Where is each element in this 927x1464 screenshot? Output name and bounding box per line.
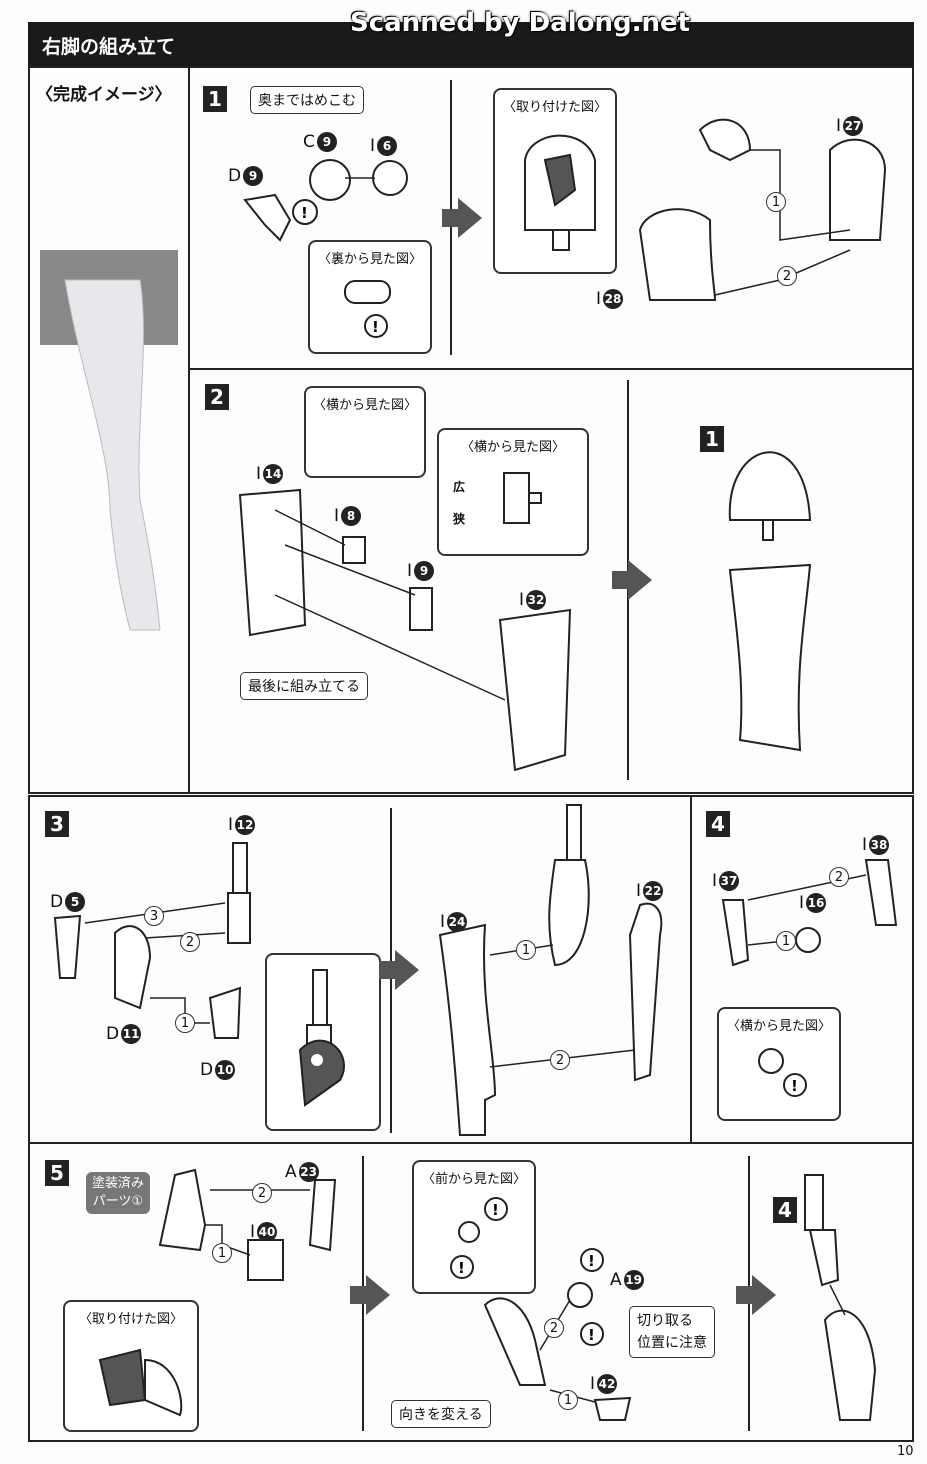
view-side-2: 〈横から見た図〉 広 狭	[437, 428, 589, 556]
callout-change-direction: 向きを変える	[391, 1400, 491, 1428]
step-number: 5	[45, 1160, 69, 1186]
step-number: 3	[45, 811, 69, 837]
watermark: Scanned by Dalong.net	[350, 8, 691, 38]
view-attached: 〈取り付けた図〉	[63, 1300, 199, 1432]
step3-parts-illustration	[53, 842, 251, 1039]
order-marker: 2	[544, 1318, 564, 1338]
step-number: 4	[706, 811, 730, 837]
order-marker: 1	[766, 192, 786, 212]
next-arrow	[442, 198, 482, 238]
callout-cut-position: 切り取る 位置に注意	[629, 1306, 715, 1358]
callout-assemble-last: 最後に組み立てる	[240, 672, 368, 700]
order-marker: 2	[829, 867, 849, 887]
step5-panel	[28, 1142, 914, 1442]
completed-image-label: 〈完成イメージ〉	[36, 85, 172, 105]
view-side-1: 〈横から見た図〉	[304, 386, 426, 478]
svg-text:!: !	[492, 1201, 499, 1219]
step-number: 2	[205, 384, 229, 410]
sub-step-number: 1	[700, 426, 724, 452]
order-marker: 1	[516, 940, 536, 960]
painted-parts-badge: 塗装済み パーツ①	[86, 1172, 151, 1214]
section-title: 右脚の組み立て	[42, 36, 176, 58]
step3-assembly-illustration	[438, 804, 663, 1136]
next-arrow	[350, 1275, 390, 1315]
svg-text:!: !	[372, 318, 379, 336]
svg-text:!: !	[588, 1326, 595, 1344]
completed-leg-illustration	[40, 250, 178, 631]
order-marker: 2	[180, 932, 200, 952]
order-marker: 1	[776, 931, 796, 951]
svg-text:!: !	[458, 1259, 465, 1277]
view-front: 〈前から見た図〉 !!	[412, 1160, 536, 1294]
step4-parts-illustration	[721, 859, 898, 967]
next-arrow	[612, 560, 652, 600]
callout-push-in: 奥まではめこむ	[250, 86, 364, 114]
order-marker: 1	[175, 1013, 195, 1033]
svg-text:!: !	[791, 1077, 798, 1095]
view-side: 〈横から見た図〉 !	[717, 1007, 841, 1121]
step-number: 1	[203, 86, 227, 112]
order-marker: 2	[550, 1050, 570, 1070]
next-arrow	[379, 950, 419, 990]
step2-parts-illustration	[238, 488, 572, 772]
section-header: 右脚の組み立て	[28, 22, 914, 68]
order-marker: 1	[212, 1243, 232, 1263]
svg-text:!: !	[301, 204, 308, 222]
order-marker: 2	[777, 266, 797, 286]
step2-panel	[188, 368, 914, 794]
step1-assembly-illustration	[638, 118, 887, 301]
page-number: 10	[897, 1444, 914, 1459]
detail-view-joint	[265, 953, 381, 1131]
svg-text:!: !	[588, 1252, 595, 1270]
order-marker: 3	[144, 906, 164, 926]
view-attached: 〈取り付けた図〉	[493, 88, 617, 274]
step5-result-illustration	[804, 1174, 877, 1421]
step1-parts-illustration: !	[243, 159, 408, 242]
order-marker: 2	[252, 1183, 272, 1203]
sub-step-number: 4	[773, 1197, 797, 1223]
view-back: 〈裏から見た図〉 !	[308, 240, 432, 354]
order-marker: 1	[558, 1390, 578, 1410]
step5-parts-illustration	[158, 1168, 337, 1281]
next-arrow	[736, 1275, 776, 1315]
step2-result-illustration	[728, 451, 812, 752]
